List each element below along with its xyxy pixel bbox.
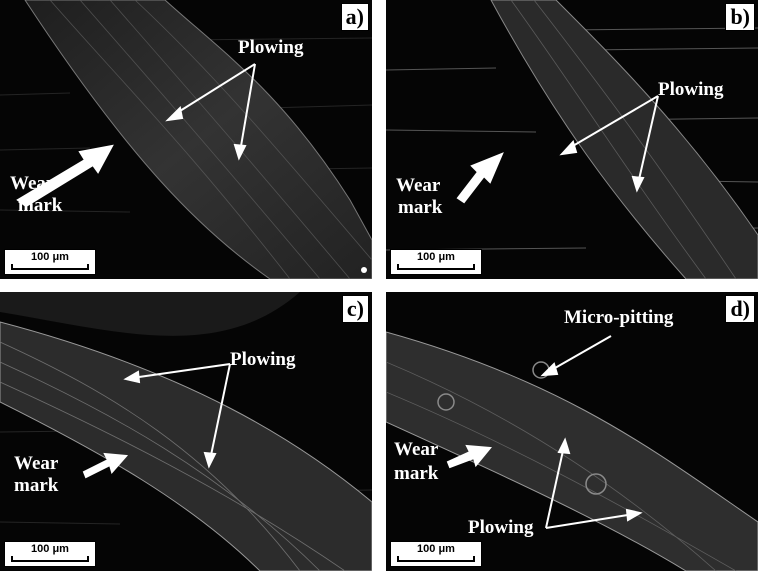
scale-bar-label: 100 μm <box>31 251 69 263</box>
scale-bar-label: 100 μm <box>417 543 455 555</box>
panel-c-micrograph <box>0 292 372 571</box>
scale-bar-line <box>397 556 475 562</box>
wear-mark-label-line1: Wear <box>10 173 55 194</box>
micro-pitting-label: Micro-pitting <box>564 307 674 328</box>
panel-b: Plowing Wear mark b) 100 μm <box>386 0 758 279</box>
scale-bar-label: 100 μm <box>31 543 69 555</box>
plowing-label: Plowing <box>230 349 296 370</box>
panel-label: c) <box>341 295 369 323</box>
scale-bar-label: 100 μm <box>417 251 455 263</box>
panel-a: Plowing Wear mark a) 100 μm <box>0 0 372 279</box>
plowing-label: Plowing <box>658 79 724 100</box>
panel-c: Plowing Wear mark c) 100 μm <box>0 292 372 571</box>
wear-mark-label-line2: mark <box>14 475 59 496</box>
panel-label: b) <box>725 3 755 31</box>
panel-d-micrograph <box>386 331 758 571</box>
panel-d: Micro-pitting Plowing Wear mark d) 100 μ… <box>386 292 758 571</box>
scale-bar: 100 μm <box>4 249 96 275</box>
panel-b-micrograph <box>386 0 758 279</box>
panel-a-micrograph <box>0 0 372 279</box>
plowing-label: Plowing <box>468 517 534 538</box>
scale-bar-line <box>11 556 89 562</box>
wear-mark-label-line2: mark <box>18 195 63 216</box>
wear-mark-label-line1: Wear <box>394 439 439 460</box>
wear-mark-label-line1: Wear <box>14 453 59 474</box>
panel-label: d) <box>725 295 755 323</box>
wear-mark-label-line1: Wear <box>396 175 441 196</box>
panel-label: a) <box>340 3 369 31</box>
scale-bar-line <box>11 264 89 270</box>
scale-bar: 100 μm <box>390 541 482 567</box>
scale-bar: 100 μm <box>390 249 482 275</box>
scale-bar-line <box>397 264 475 270</box>
wear-mark-label-line2: mark <box>398 197 443 218</box>
plowing-label: Plowing <box>238 37 304 58</box>
scale-bar: 100 μm <box>4 541 96 567</box>
wear-mark-label-line2: mark <box>394 463 439 484</box>
